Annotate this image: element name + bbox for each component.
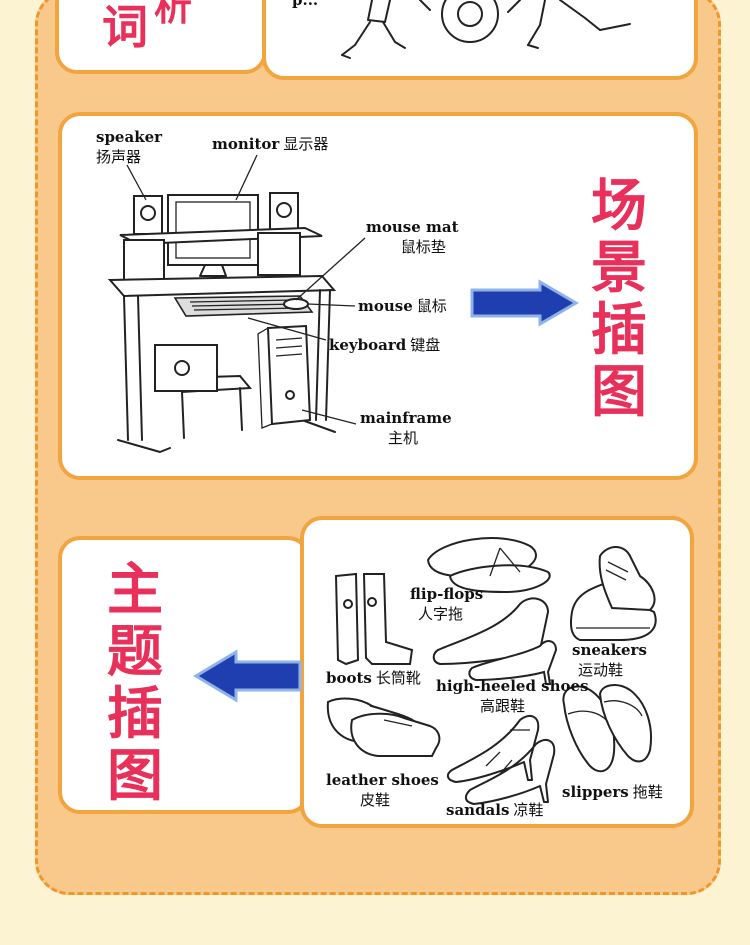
- theme-title-char-1: 主: [107, 558, 163, 623]
- top-title-card: [55, 0, 267, 74]
- scene-title-char-1: 场: [591, 174, 647, 239]
- label-sneakers: sneakers 运动鞋: [572, 641, 647, 679]
- theme-title-char-2: 题: [107, 620, 163, 685]
- walking-figures-illustration: [341, 0, 631, 59]
- top-partial-text: p...: [292, 0, 319, 9]
- scene-illustration-card: [58, 112, 698, 480]
- scene-title-char-2: 景: [591, 236, 647, 301]
- theme-title-char-4: 图: [107, 744, 163, 809]
- theme-title-char-3: 插: [107, 682, 163, 747]
- scene-title-char-3: 插: [591, 298, 647, 363]
- scene-title-char-4: 图: [591, 360, 647, 425]
- top-title-char-2: 析: [153, 0, 192, 29]
- label-mouse-mat: mouse mat 鼠标垫: [366, 218, 459, 256]
- label-speaker: speaker 扬声器: [96, 128, 163, 166]
- label-flip-flops: flip-flops 人字拖: [410, 585, 484, 623]
- top-title-char-1: 词: [102, 0, 148, 54]
- label-high-heeled-shoes: high-heeled shoes 高跟鞋: [436, 677, 589, 715]
- label-mainframe: mainframe 主机: [360, 409, 452, 447]
- label-leather-shoes: leather shoes 皮鞋: [326, 771, 439, 809]
